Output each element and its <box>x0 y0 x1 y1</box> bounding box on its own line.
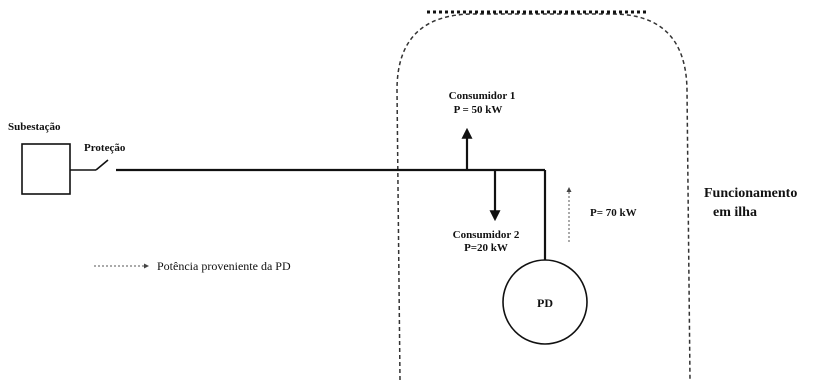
island-operation-label-line2: em ilha <box>713 205 757 220</box>
consumer2-power: P=20 kW <box>464 242 508 254</box>
protection-label: Proteção <box>84 142 126 154</box>
island-boundary <box>396 13 691 380</box>
legend-label: Potência proveniente da PD <box>157 259 291 273</box>
dg-circle <box>502 259 588 345</box>
consumer2-name: Consumidor 2 <box>453 229 520 241</box>
island-operation-label-line1: Funcionamento <box>704 186 797 201</box>
substation-box <box>21 143 71 195</box>
consumer1-name: Consumidor 1 <box>449 90 516 102</box>
dg-label: PD <box>537 296 553 310</box>
substation-label: Subestação <box>8 121 61 133</box>
dg-power-label: P= 70 kW <box>590 207 637 219</box>
protection-switch <box>95 159 109 171</box>
consumer1-power: P = 50 kW <box>454 104 503 116</box>
